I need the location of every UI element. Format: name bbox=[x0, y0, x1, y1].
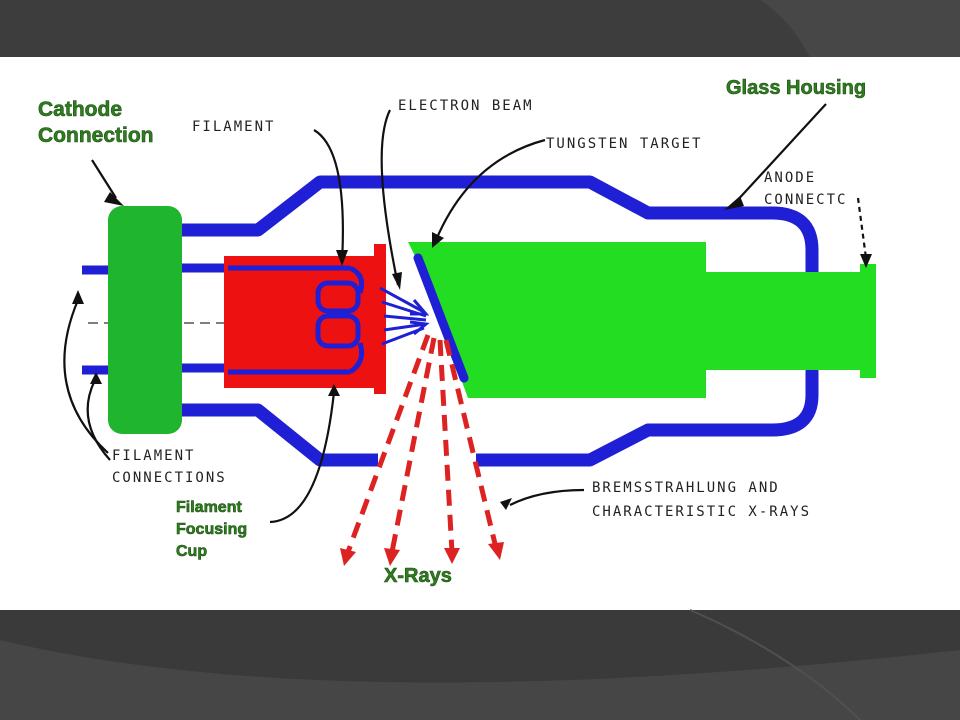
xray-beams bbox=[345, 334, 499, 553]
anode-connector-label-2: CONNECTC bbox=[764, 192, 847, 208]
cathode-connection-label-2: Connection bbox=[38, 124, 154, 147]
tungsten-target-label: TUNGSTEN TARGET bbox=[546, 136, 702, 152]
filament-coil bbox=[228, 265, 365, 375]
bremsstrahlung-label-1: BREMSSTRAHLUNG AND bbox=[592, 480, 780, 496]
bottom-band-curve bbox=[689, 609, 861, 720]
tungsten-target bbox=[413, 253, 469, 383]
anode-connector-label-1: ANODE bbox=[764, 170, 816, 186]
focusing-cup-label-2: Focusing bbox=[176, 521, 247, 538]
focusing-cup-label-3: Cup bbox=[176, 543, 207, 560]
top-band-swoosh bbox=[760, 0, 960, 57]
filament-connections-label-1: FILAMENT bbox=[112, 448, 195, 464]
electron-beam bbox=[379, 286, 430, 346]
glass-housing bbox=[182, 175, 819, 467]
xray-arrowheads bbox=[340, 542, 504, 566]
glass-housing-label: Glass Housing bbox=[726, 77, 866, 99]
xrays-label: X-Rays bbox=[384, 565, 452, 587]
bottom-band-swoosh bbox=[0, 640, 960, 720]
annotation-arrowheads bbox=[72, 192, 872, 510]
filament-connections-label-2: CONNECTIONS bbox=[112, 470, 227, 486]
anode-body bbox=[408, 242, 876, 398]
cathode-connection-block bbox=[108, 206, 182, 434]
electron-beam-label: ELECTRON BEAM bbox=[398, 98, 534, 114]
filament-label: FILAMENT bbox=[192, 119, 275, 135]
focusing-cup-label-1: Filament bbox=[176, 499, 242, 516]
bremsstrahlung-label-2: CHARACTERISTIC X-RAYS bbox=[592, 504, 811, 520]
annotation-arrows bbox=[63, 103, 868, 524]
cathode-connection-label-1: Cathode bbox=[38, 98, 122, 121]
